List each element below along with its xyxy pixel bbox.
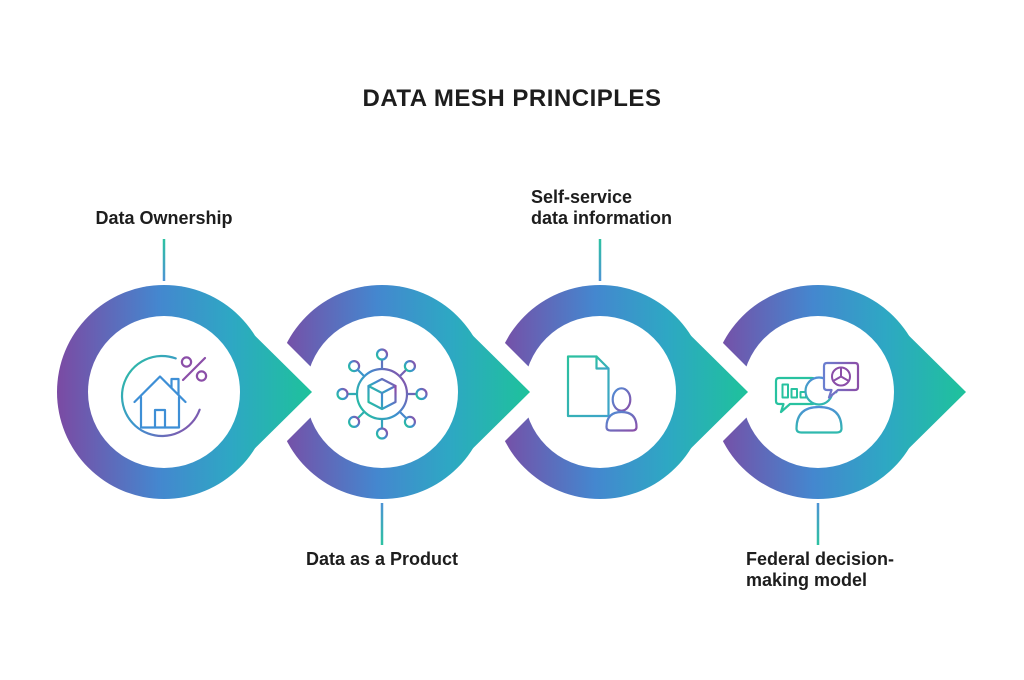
house-percent-icon (120, 354, 208, 438)
arrow-tip (234, 315, 312, 469)
label-self-service-data: Self-service data information (531, 187, 673, 228)
label-federal-decision-making: Federal decision- making model (746, 549, 895, 590)
label-data-ownership: Data Ownership (95, 208, 233, 228)
page-title: DATA MESH PRINCIPLES (362, 85, 662, 112)
node-data-ownership (57, 285, 312, 499)
label-data-as-a-product: Data as a Product (305, 549, 459, 569)
arrow-tip (888, 315, 966, 469)
arrow-tip (670, 315, 748, 469)
box-network-icon (336, 348, 428, 440)
arrow-tip (452, 315, 530, 469)
document-user-icon (566, 355, 638, 432)
person-speech-bubbles-icon (774, 361, 860, 434)
